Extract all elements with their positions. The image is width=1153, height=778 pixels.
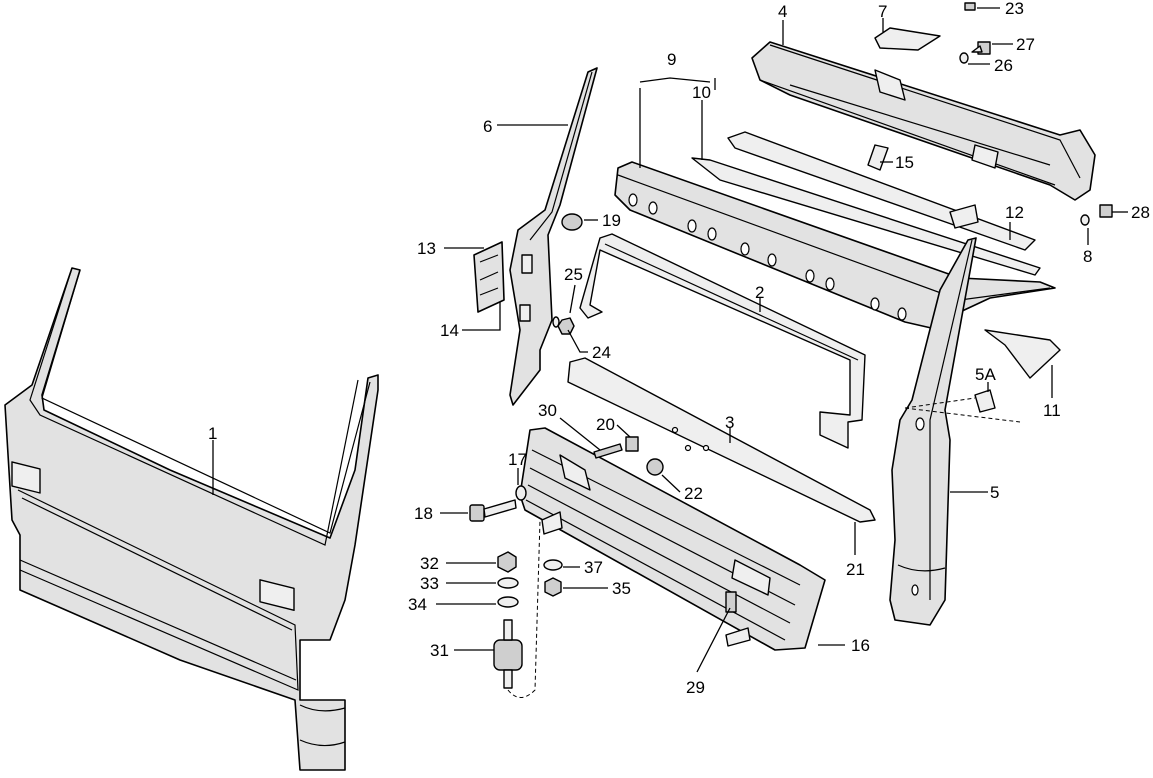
fasteners <box>469 2 1113 698</box>
callout-8: 8 <box>1083 247 1092 266</box>
callout-10: 10 <box>692 83 711 102</box>
callout-14: 14 <box>440 321 459 340</box>
corner-piece-part <box>984 329 1061 379</box>
callout-16: 16 <box>851 636 870 655</box>
callout-15: 15 <box>895 153 914 172</box>
upper-cross-member-part <box>614 161 1056 331</box>
callout-4: 4 <box>778 2 787 21</box>
callout-7: 7 <box>878 2 887 21</box>
leader-lines <box>212 7 1128 673</box>
callout-9: 9 <box>667 50 676 69</box>
callout-1: 1 <box>208 424 217 443</box>
callout-33: 33 <box>420 574 439 593</box>
lower-bar-part <box>567 357 876 523</box>
callout-20: 20 <box>596 415 615 434</box>
bracket-part <box>473 241 505 313</box>
callout-labels: 1 2 3 4 5 5A 6 7 8 9 10 11 12 13 14 15 1… <box>208 0 1150 697</box>
cover-part <box>874 27 941 51</box>
upper-strip-part <box>691 157 1041 276</box>
callout-37: 37 <box>584 558 603 577</box>
callout-6: 6 <box>483 117 492 136</box>
callout-30: 30 <box>538 401 557 420</box>
callout-24: 24 <box>592 343 611 362</box>
callout-11: 11 <box>1043 401 1061 420</box>
side-post-part <box>509 67 598 406</box>
callout-29: 29 <box>686 678 705 697</box>
rail-part <box>727 131 1036 251</box>
callout-28: 28 <box>1131 203 1150 222</box>
callout-19: 19 <box>602 211 621 230</box>
callout-34: 34 <box>408 595 427 614</box>
cap-part <box>904 389 1021 423</box>
center-panel-part <box>579 233 866 449</box>
front-panel-part <box>4 267 379 771</box>
callout-21: 21 <box>846 560 865 579</box>
clip-part <box>867 144 889 171</box>
callout-3: 3 <box>725 413 734 432</box>
callout-32: 32 <box>420 554 439 573</box>
callout-17: 17 <box>508 450 527 469</box>
upper-housing-part <box>751 41 1096 201</box>
right-post-part <box>889 237 977 626</box>
callout-31: 31 <box>430 641 449 660</box>
callout-5a: 5A <box>975 365 996 384</box>
callout-22: 22 <box>684 484 703 503</box>
callout-13: 13 <box>417 239 436 258</box>
callout-23: 23 <box>1005 0 1024 18</box>
grille-part <box>519 427 826 651</box>
callout-26: 26 <box>994 56 1013 75</box>
callout-25: 25 <box>564 265 583 284</box>
callout-2: 2 <box>755 283 764 302</box>
callout-35: 35 <box>612 579 631 598</box>
callout-5: 5 <box>990 483 999 502</box>
callout-12: 12 <box>1005 203 1024 222</box>
callout-18: 18 <box>414 504 433 523</box>
callout-27: 27 <box>1016 35 1035 54</box>
